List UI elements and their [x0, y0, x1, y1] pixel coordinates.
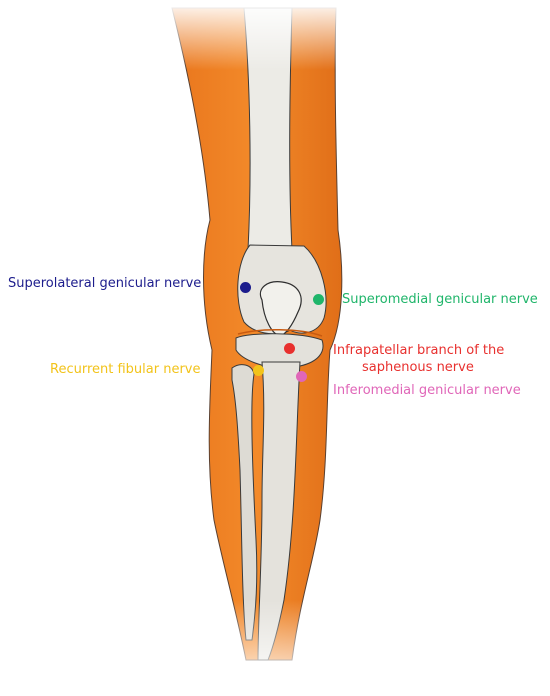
tibia-plateau	[235, 333, 324, 369]
label-inferomedial: Inferomedial genicular nerve	[333, 383, 521, 398]
label-recurrent-fibular: Recurrent fibular nerve	[50, 362, 201, 377]
dot-superolateral	[240, 282, 251, 293]
label-superolateral: Superolateral genicular nerve	[8, 276, 202, 291]
joint-line	[237, 329, 323, 337]
label-superomedial: Superomedial genicular nerve	[342, 292, 538, 307]
dot-recurrent-fibular	[253, 365, 264, 376]
dot-superomedial	[313, 294, 324, 305]
dot-inferomedial	[296, 371, 307, 382]
label-infrapatellar-line2: saphenous nerve	[362, 360, 474, 375]
patella	[259, 281, 302, 337]
bottom-fade	[200, 600, 340, 696]
dot-infrapatellar	[284, 343, 295, 354]
top-fade	[150, 0, 360, 70]
label-infrapatellar-line1: Infrapatellar branch of the	[333, 343, 505, 358]
